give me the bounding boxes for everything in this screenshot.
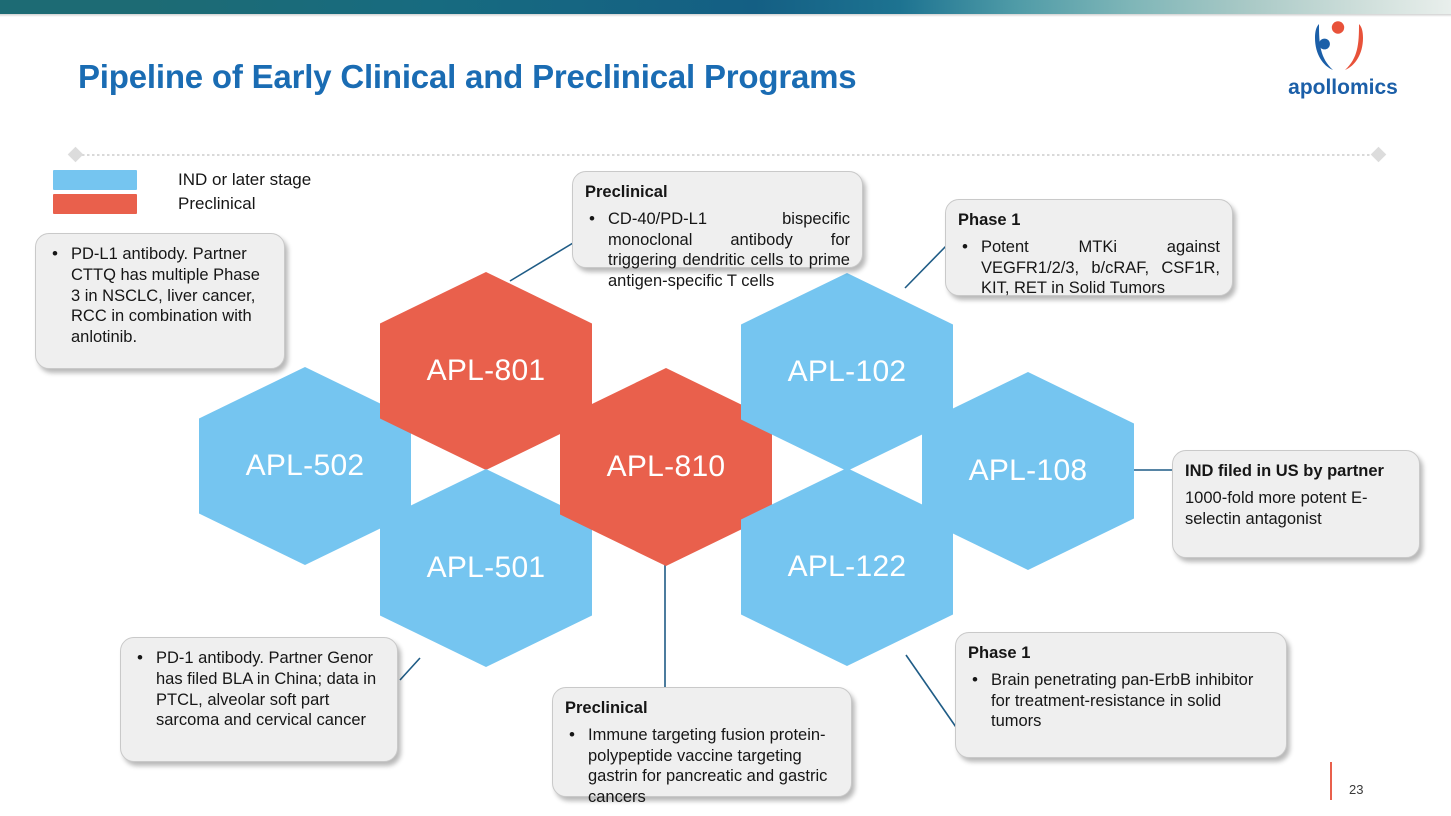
legend-label-preclinical: Preclinical bbox=[178, 194, 256, 213]
hexagon-apl-102[interactable]: APL-102 bbox=[741, 273, 953, 471]
page-number: 23 bbox=[1349, 782, 1364, 797]
connector-apl-102 bbox=[904, 243, 949, 289]
hexagon-label-apl-108: APL-108 bbox=[968, 454, 1088, 487]
top-bar-shadow bbox=[0, 14, 1451, 17]
callout-apl-122-bullets: Brain penetrating pan-ErbB inhibitor for… bbox=[968, 669, 1274, 732]
callout-apl-810: Preclinical Immune targeting fusion prot… bbox=[552, 687, 852, 806]
legend-label-ind: IND or later stage bbox=[178, 170, 312, 189]
hexagon-label-apl-501: APL-501 bbox=[426, 551, 546, 584]
divider-marker-left bbox=[67, 146, 84, 163]
connector-apl-122 bbox=[905, 654, 959, 731]
callout-apl-501-bullet-0: PD-1 antibody. Partner Genor has filed B… bbox=[133, 647, 385, 731]
connector-apl-801 bbox=[509, 239, 579, 282]
hexagon-label-apl-801: APL-801 bbox=[426, 354, 546, 387]
hexagon-apl-502[interactable]: APL-502 bbox=[199, 367, 411, 565]
legend-item-ind: IND or later stage bbox=[53, 170, 311, 190]
callout-apl-801-header: Preclinical bbox=[585, 183, 668, 201]
apollomics-logo: apollomics bbox=[1281, 18, 1405, 106]
divider-line bbox=[82, 154, 1374, 156]
callout-apl-501-bullets: PD-1 antibody. Partner Genor has filed B… bbox=[133, 647, 385, 731]
callout-apl-502-bullet-0: PD-L1 antibody. Partner CTTQ has multipl… bbox=[48, 243, 272, 348]
callout-apl-810-bullets: Immune targeting fusion protein-polypept… bbox=[565, 724, 839, 808]
callout-apl-122: Phase 1 Brain penetrating pan-ErbB inhib… bbox=[955, 632, 1287, 758]
hexagon-label-apl-122: APL-122 bbox=[787, 550, 907, 583]
hexagon-label-apl-502: APL-502 bbox=[245, 449, 365, 482]
legend-item-preclinical: Preclinical bbox=[53, 194, 311, 214]
page-number-rule bbox=[1330, 762, 1332, 800]
hexagon-apl-108[interactable]: APL-108 bbox=[922, 372, 1134, 570]
page-title: Pipeline of Early Clinical and Preclinic… bbox=[78, 58, 857, 95]
callout-apl-810-bullet-0: Immune targeting fusion protein-polypept… bbox=[565, 724, 839, 808]
hexagon-label-apl-810: APL-810 bbox=[606, 450, 726, 483]
callout-apl-801: Preclinical CD-40/PD-L1 bispecific monoc… bbox=[572, 171, 863, 290]
legend: IND or later stage Preclinical bbox=[53, 170, 311, 218]
hexagon-label-apl-102: APL-102 bbox=[787, 355, 907, 388]
callout-apl-108-body: 1000-fold more potent E-selectin antagon… bbox=[1185, 488, 1368, 528]
connector-apl-501 bbox=[399, 657, 421, 681]
callout-apl-122-bullet-0: Brain penetrating pan-ErbB inhibitor for… bbox=[968, 669, 1274, 732]
apollomics-logo-mark bbox=[1315, 21, 1363, 70]
callout-apl-102: Phase 1 Potent MTKi against VEGFR1/2/3, … bbox=[945, 199, 1233, 299]
callout-apl-502: PD-L1 antibody. Partner CTTQ has multipl… bbox=[35, 233, 285, 369]
callout-apl-502-bullets: PD-L1 antibody. Partner CTTQ has multipl… bbox=[48, 243, 272, 348]
callout-apl-108: IND filed in US by partner 1000-fold mor… bbox=[1172, 450, 1420, 558]
callout-apl-122-header: Phase 1 bbox=[968, 644, 1031, 662]
apollomics-wordmark: apollomics bbox=[1288, 76, 1398, 99]
callout-apl-801-bullets: CD-40/PD-L1 bispecific monoclonal antibo… bbox=[585, 208, 850, 292]
callout-apl-108-header: IND filed in US by partner bbox=[1185, 462, 1384, 480]
callout-apl-102-header: Phase 1 bbox=[958, 211, 1021, 229]
legend-swatch-preclinical bbox=[53, 194, 137, 214]
legend-swatch-ind bbox=[53, 170, 137, 190]
callout-apl-501: PD-1 antibody. Partner Genor has filed B… bbox=[120, 637, 398, 762]
callout-apl-102-bullets: Potent MTKi against VEGFR1/2/3, b/cRAF, … bbox=[958, 236, 1220, 299]
callout-apl-810-header: Preclinical bbox=[565, 699, 648, 717]
hexagon-apl-122[interactable]: APL-122 bbox=[741, 468, 953, 666]
top-gradient-bar bbox=[0, 0, 1451, 14]
callout-apl-801-bullet-0: CD-40/PD-L1 bispecific monoclonal antibo… bbox=[585, 208, 850, 292]
callout-apl-102-bullet-0: Potent MTKi against VEGFR1/2/3, b/cRAF, … bbox=[958, 236, 1220, 299]
divider-marker-right bbox=[1370, 146, 1387, 163]
